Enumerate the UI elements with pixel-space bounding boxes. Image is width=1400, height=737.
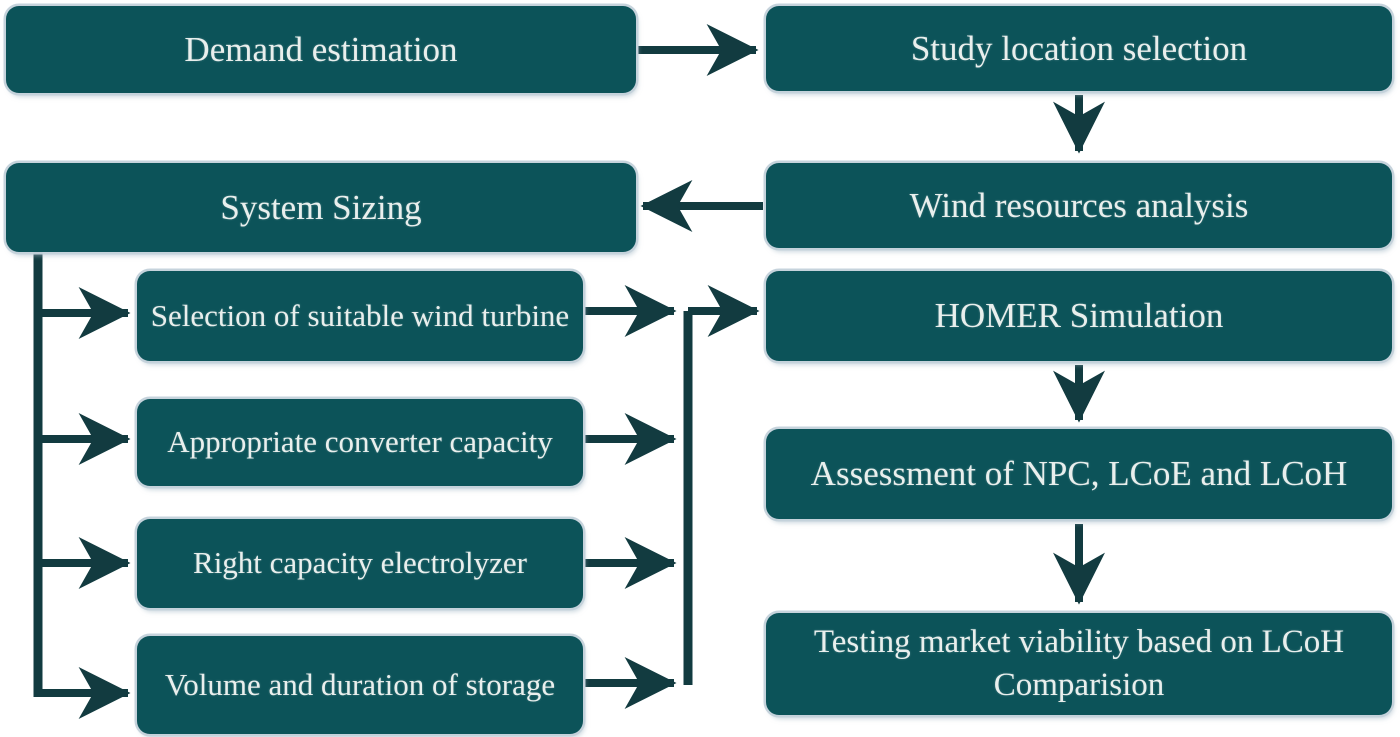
node-wind-turbine-selection-label: Selection of suitable wind turbine: [150, 297, 570, 333]
node-assessment-npc-lcoe-lcoh-label: Assessment of NPC, LCoE and LCoH: [810, 454, 1348, 494]
node-market-viability-testing: Testing market viability based on LCoH C…: [766, 613, 1392, 715]
node-system-sizing-label: System Sizing: [220, 187, 422, 227]
node-wind-resources-analysis-label: Wind resources analysis: [909, 185, 1249, 225]
node-converter-capacity: Appropriate converter capacity: [137, 399, 583, 486]
node-storage-volume-duration: Volume and duration of storage: [137, 636, 583, 734]
node-demand-estimation-label: Demand estimation: [184, 29, 458, 69]
node-electrolyzer-capacity: Right capacity electrolyzer: [137, 519, 583, 608]
node-wind-turbine-selection: Selection of suitable wind turbine: [137, 271, 583, 361]
node-system-sizing: System Sizing: [6, 163, 636, 252]
node-study-location-selection-label: Study location selection: [910, 28, 1248, 68]
node-homer-simulation-label: HOMER Simulation: [934, 296, 1224, 336]
node-homer-simulation: HOMER Simulation: [766, 271, 1392, 361]
node-market-viability-testing-label: Testing market viability based on LCoH C…: [813, 624, 1345, 703]
node-assessment-npc-lcoe-lcoh: Assessment of NPC, LCoE and LCoH: [766, 429, 1392, 519]
node-storage-volume-duration-label: Volume and duration of storage: [164, 666, 556, 702]
node-study-location-selection: Study location selection: [766, 6, 1392, 91]
node-electrolyzer-capacity-label: Right capacity electrolyzer: [193, 545, 527, 581]
node-converter-capacity-label: Appropriate converter capacity: [167, 424, 553, 460]
node-demand-estimation: Demand estimation: [6, 6, 636, 93]
node-wind-resources-analysis: Wind resources analysis: [766, 163, 1392, 248]
